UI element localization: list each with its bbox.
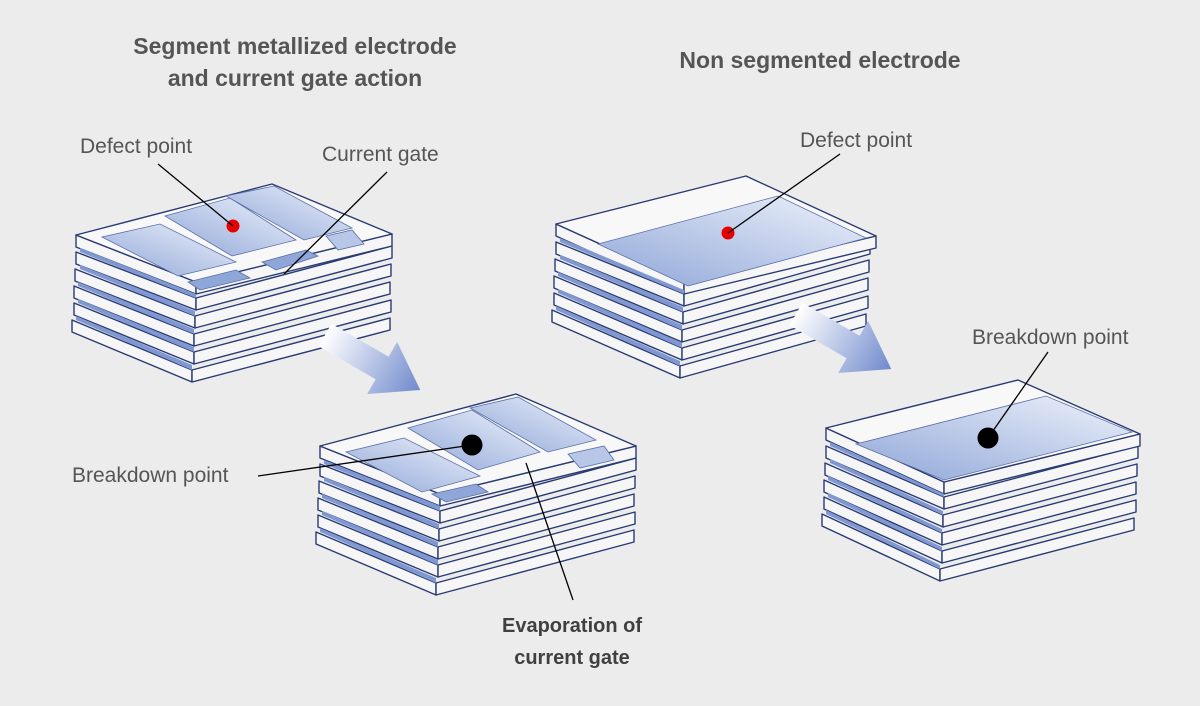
label-defect-point-left: Defect point <box>80 135 193 158</box>
sheet-layers <box>821 379 1141 582</box>
leader-breakdown-point-right <box>987 351 1049 439</box>
leader-evaporation <box>525 462 574 601</box>
label-evaporation: Evaporation of current gate <box>472 610 672 674</box>
transition-arrow-left <box>318 323 421 394</box>
title-segmented-line2: and current gate action <box>167 65 423 91</box>
leader-breakdown-point-left <box>257 444 473 477</box>
non-segmented-stack-top <box>551 175 877 379</box>
label-current-gate: Current gate <box>322 143 439 166</box>
leader-defect-point-right <box>727 153 841 234</box>
label-evaporation-line1: Evaporation of <box>501 615 642 637</box>
segmented-stack-bottom <box>315 393 637 596</box>
non-segmented-stack-bottom <box>821 379 1141 582</box>
leader-defect-point-left <box>157 163 234 227</box>
leader-lines <box>157 153 1049 601</box>
leader-current-gate <box>283 171 388 275</box>
label-breakdown-point-right: Breakdown point <box>972 326 1129 349</box>
label-breakdown-point-left: Breakdown point <box>72 464 229 487</box>
electrode-surface <box>596 195 868 287</box>
label-evaporation-line2: current gate <box>514 647 630 669</box>
label-defect-point-right: Defect point <box>800 129 913 152</box>
title-segmented: Segment metallized electrode and current… <box>60 30 530 94</box>
segmented-stack-top <box>71 183 393 383</box>
transition-arrow-right <box>789 302 892 373</box>
title-non-segmented: Non segmented electrode <box>679 47 961 73</box>
title-segmented-line1: Segment metallized electrode <box>133 33 457 59</box>
